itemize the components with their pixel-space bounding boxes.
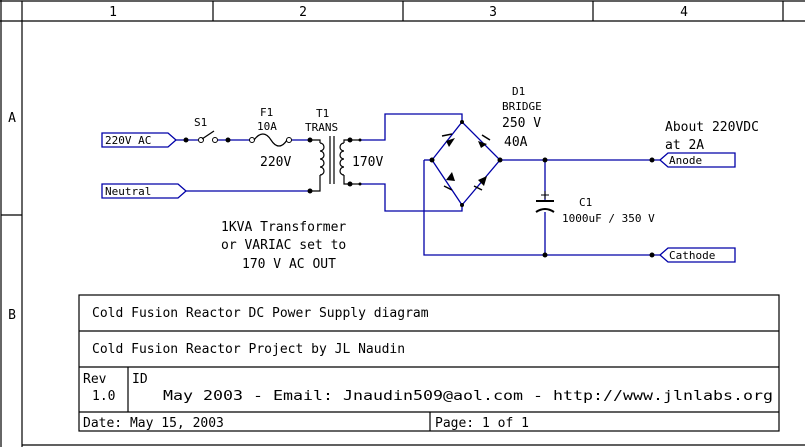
- capacitor-c1: C1 1000uF / 350 V: [535, 191, 655, 225]
- fuse-f1-rating: 10A: [257, 120, 277, 133]
- title-block-id-label: ID: [132, 372, 148, 387]
- bridge-d1-type: BRIDGE: [502, 100, 542, 113]
- frame-labels: 1 2 3 4 A B: [8, 5, 688, 323]
- row-label-b: B: [8, 308, 16, 323]
- transformer-note-line2: or VARIAC set to: [221, 238, 346, 253]
- title-block-title: Cold Fusion Reactor DC Power Supply diag…: [92, 306, 429, 321]
- port-neutral: Neutral: [101, 183, 187, 199]
- port-220v-ac-label: 220V AC: [105, 134, 151, 147]
- row-label-a: A: [8, 111, 16, 126]
- bridge-rectifier-d1: D1 BRIDGE 250 V 40A: [429, 85, 542, 207]
- column-label-1: 1: [109, 5, 117, 20]
- port-anode-label: Anode: [669, 154, 702, 167]
- capacitor-c1-value: 1000uF / 350 V: [562, 212, 655, 225]
- title-block-date: Date: May 15, 2003: [83, 416, 224, 431]
- fuse-f1: F1 10A: [249, 106, 292, 147]
- bridge-d1-current: 40A: [504, 135, 528, 150]
- title-block-project: Cold Fusion Reactor Project by JL Naudin: [92, 342, 405, 357]
- transformer-note-line3: 170 V AC OUT: [242, 257, 336, 272]
- switch-s1-label: S1: [194, 116, 207, 129]
- column-label-4: 4: [680, 5, 688, 20]
- port-cathode: Cathode: [659, 247, 736, 263]
- primary-voltage: 220V: [260, 155, 291, 170]
- bridge-d1-voltage: 250 V: [502, 116, 541, 131]
- title-block-rev-value: 1.0: [92, 389, 115, 404]
- column-label-2: 2: [299, 5, 307, 20]
- title-block-rev-label: Rev: [83, 372, 107, 387]
- transformer-t1: T1 TRANS 220V 170V: [260, 107, 383, 194]
- transformer-t1-label: T1: [316, 107, 329, 120]
- transformer-note-line1: 1KVA Transformer: [221, 220, 346, 235]
- port-cathode-label: Cathode: [669, 249, 715, 262]
- switch-s1: S1: [183, 116, 231, 143]
- port-anode: Anode: [659, 152, 736, 168]
- notes: About 220VDC at 2A 1KVA Transformer or V…: [221, 120, 759, 272]
- transformer-t1-type: TRANS: [305, 121, 338, 134]
- title-block-page: Page: 1 of 1: [435, 416, 529, 431]
- fuse-f1-label: F1: [260, 106, 273, 119]
- capacitor-c1-label: C1: [579, 196, 592, 209]
- title-block-id-value: May 2003 - Email: Jnaudin509@aol.com - h…: [163, 389, 773, 404]
- title-block: Cold Fusion Reactor DC Power Supply diag…: [78, 294, 780, 432]
- bridge-d1-label: D1: [512, 85, 525, 98]
- output-note-line1: About 220VDC: [665, 120, 759, 135]
- junction-dots: [542, 157, 655, 258]
- port-neutral-label: Neutral: [105, 185, 151, 198]
- secondary-voltage: 170V: [352, 155, 383, 170]
- port-220v-ac: 220V AC: [101, 132, 177, 148]
- column-label-3: 3: [489, 5, 497, 20]
- output-note-line2: at 2A: [665, 138, 704, 153]
